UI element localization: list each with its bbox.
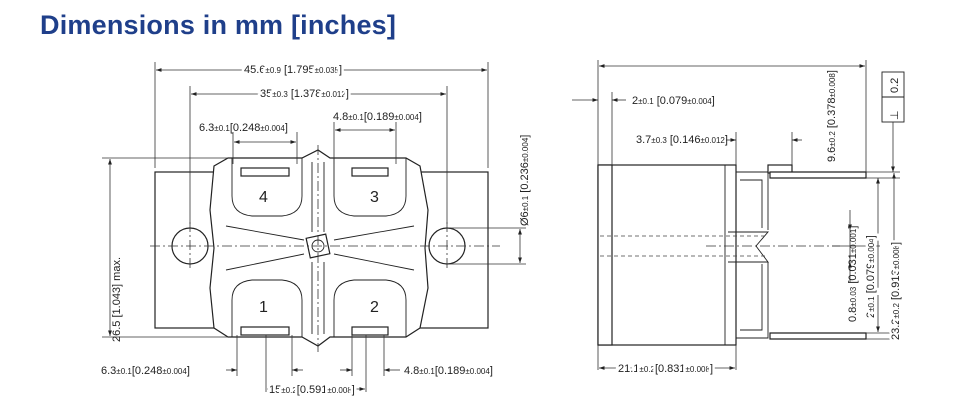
flatness-value: 0.2: [889, 78, 901, 93]
flatness-symbol: ⊥: [889, 110, 901, 120]
terminal-tab-3: [351, 167, 389, 177]
terminal-well-4: [231, 158, 303, 217]
dim-tab-spacing: 15±0.2[0.591±0.008]: [269, 384, 355, 396]
terminal-number-3: 3: [370, 189, 379, 206]
terminal-tab-2: [351, 326, 389, 336]
terminal-number-4: 4: [259, 189, 268, 206]
dim-step: 3.7±0.3 [0.146±0.012]: [636, 134, 728, 146]
side-body: [597, 164, 737, 346]
terminal-well-1: [231, 279, 303, 337]
page-title: Dimensions in mm [inches]: [40, 10, 397, 40]
dim-tab-width-top: 6.3±0.1[0.248±0.004]: [199, 122, 288, 134]
terminal-well-3: [333, 158, 407, 217]
dim-tab-offset: 2±0.1 [0.079±0.004]: [865, 235, 877, 318]
dim-tab-thickness-bottom: 4.8±0.1[0.189±0.004]: [404, 365, 493, 377]
dim-total-height: 9.6±0.2 [0.378±0.008]: [826, 70, 838, 162]
dim-overall-width: 45.6±0.9 [1.795±0.035]: [244, 64, 342, 76]
side-tab-top: [769, 171, 867, 179]
dim-hole-diameter: Ø6±0.1 [0.236±0.004]: [519, 135, 531, 226]
dim-hole-spacing: 35±0.3 [1.378±0.012]: [260, 88, 349, 100]
dim-tab-length: 23.2±0.2 [0.913±0.008]: [890, 242, 902, 340]
center-web: [225, 225, 415, 271]
terminal-number-2: 2: [370, 299, 379, 316]
dim-height-max: 26.5 [1.043] max.: [111, 257, 123, 342]
side-view: 9.6±0.2 [0.378±0.008] ⊥ 0.2 2±0.1 [0.079…: [572, 60, 905, 378]
side-base-flange: [597, 164, 613, 346]
terminal-tab-1: [240, 326, 290, 336]
front-view: 4 3 1 2 45.6±0.9 [1.795±0.035] 35±0.3 [1…: [101, 62, 531, 399]
dim-tab-thickness-top: 4.8±0.1[0.189±0.004]: [333, 111, 422, 123]
terminal-tab-4: [240, 167, 290, 177]
terminal-well-2: [333, 279, 407, 337]
dim-small-gap: 0.8±0.03 [0.031±0.001]: [847, 226, 859, 322]
dim-top-offset: 2±0.1 [0.079±0.004]: [632, 95, 715, 107]
dim-body-depth: 21.1±0.2[0.831±0.008]: [618, 363, 713, 375]
center-groove: [311, 162, 325, 334]
terminal-number-1: 1: [259, 299, 268, 316]
dim-tab-width-bottom: 6.3±0.1[0.248±0.004]: [101, 365, 190, 377]
side-tab-bottom: [769, 332, 867, 340]
